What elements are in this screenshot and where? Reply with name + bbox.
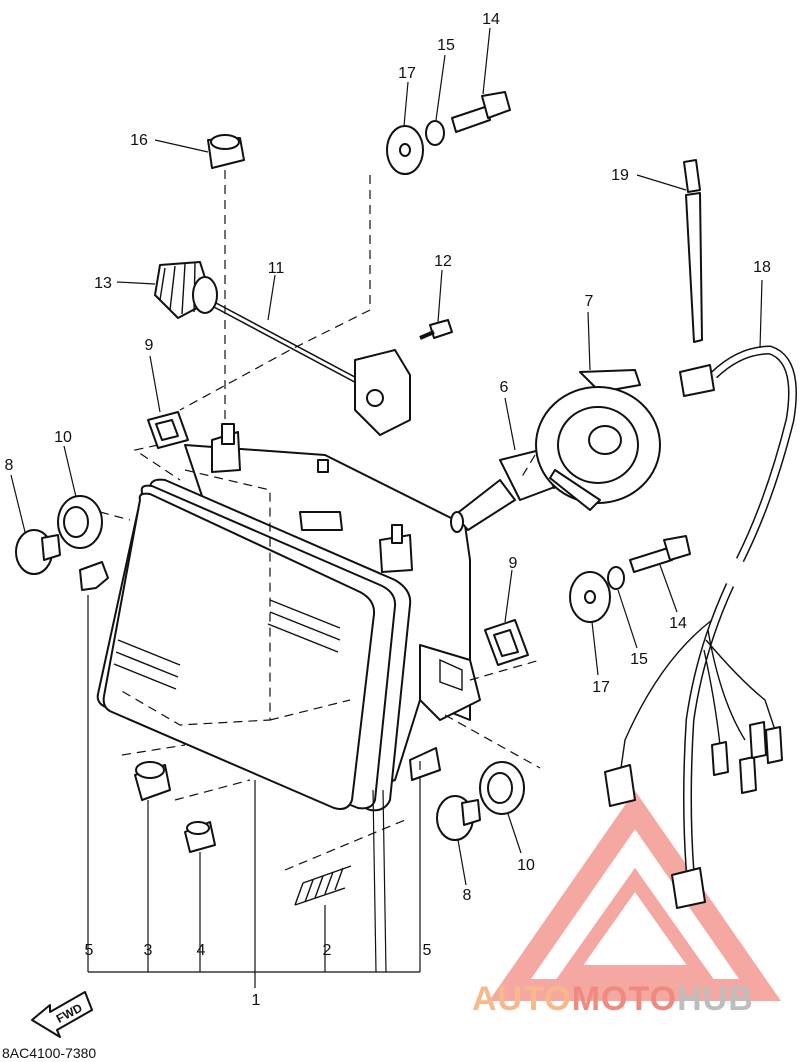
screw: [419, 319, 453, 340]
callout-17b: 17: [592, 679, 610, 696]
diagram-code: 8AC4100-7380: [2, 1045, 96, 1061]
grommet-9b: [484, 619, 529, 666]
callout-16: 16: [130, 132, 148, 149]
bulb-cover: [535, 369, 661, 511]
clip-5b: [409, 747, 441, 781]
bolt-right: [569, 535, 691, 623]
knob-8b: [436, 795, 481, 841]
leader-lines: [10, 27, 763, 988]
fwd-arrow: FWD: [31, 991, 93, 1038]
callout-8a: 8: [5, 457, 14, 474]
callout-2: 2: [323, 942, 332, 959]
wire-harness: [604, 345, 797, 909]
adjusting-screw: [154, 261, 411, 436]
callout-10a: 10: [54, 429, 72, 446]
clip-5a: [79, 561, 109, 591]
callout-3: 3: [144, 942, 153, 959]
callout-15b: 15: [630, 651, 648, 668]
callout-15a: 15: [437, 37, 455, 54]
callout-5a: 5: [85, 942, 94, 959]
callout-9a: 9: [145, 337, 154, 354]
cable-tie: [683, 159, 703, 343]
watermark-moto: MOTO: [572, 980, 677, 1018]
callout-1: 1: [252, 992, 261, 1009]
grommet-9a: [147, 411, 189, 449]
callout-17a: 17: [398, 65, 416, 82]
knob-8a: [15, 529, 61, 575]
damper-10b: [479, 761, 525, 815]
callout-7: 7: [585, 293, 594, 310]
watermark-logo: [488, 790, 782, 1001]
assembly-lines: [99, 170, 541, 871]
callout-14a: 14: [482, 11, 500, 28]
callout-19: 19: [611, 167, 629, 184]
callout-4: 4: [197, 942, 206, 959]
callout-18: 18: [753, 259, 771, 276]
headlight-unit: [96, 423, 481, 812]
callout-6: 6: [500, 379, 509, 396]
callout-10b: 10: [517, 857, 535, 874]
callout-8b: 8: [463, 887, 472, 904]
callout-11: 11: [268, 260, 285, 277]
callout-9b: 9: [509, 555, 518, 572]
callout-numbers: 1 2 3 4 5 5 6 7 8 8 9 9 10 10 11 12 13 1…: [5, 11, 771, 1009]
socket-4: [184, 821, 216, 853]
watermark-hub: HUB: [677, 980, 754, 1018]
callout-13: 13: [94, 275, 112, 292]
watermark-text: AUTOMOTOHUB: [472, 980, 754, 1018]
callout-5b: 5: [423, 942, 432, 959]
socket-3: [134, 761, 171, 801]
nut: [207, 134, 245, 169]
callout-14b: 14: [669, 615, 687, 632]
damper-10a: [57, 495, 103, 549]
bolt-top: [451, 91, 511, 133]
callout-12: 12: [434, 253, 452, 270]
watermark-auto: AUTO: [472, 980, 572, 1018]
washer-top: [386, 120, 445, 175]
spring-2: [294, 865, 352, 906]
